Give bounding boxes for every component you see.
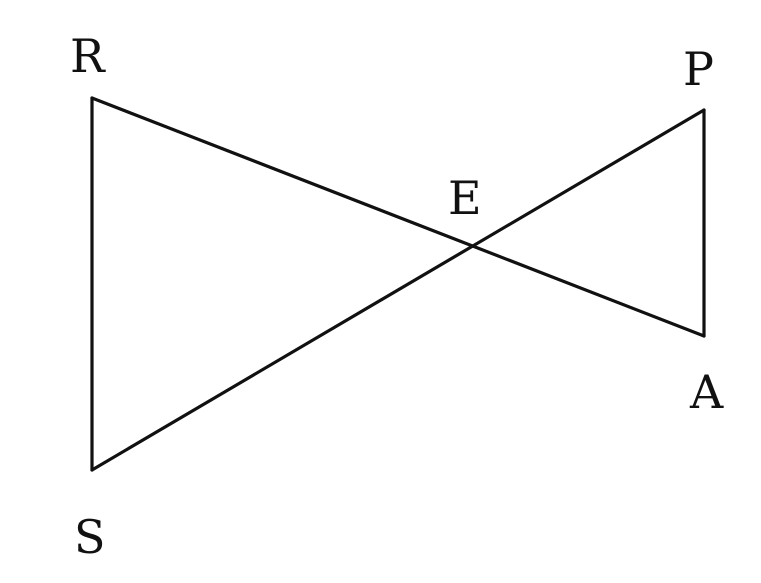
label-A: A — [689, 365, 724, 419]
label-E: E — [448, 171, 482, 225]
segment-RA — [90, 96, 706, 338]
segment-SP — [90, 108, 706, 472]
label-R: R — [70, 29, 106, 83]
label-P: P — [683, 42, 714, 96]
label-S: S — [74, 510, 106, 564]
